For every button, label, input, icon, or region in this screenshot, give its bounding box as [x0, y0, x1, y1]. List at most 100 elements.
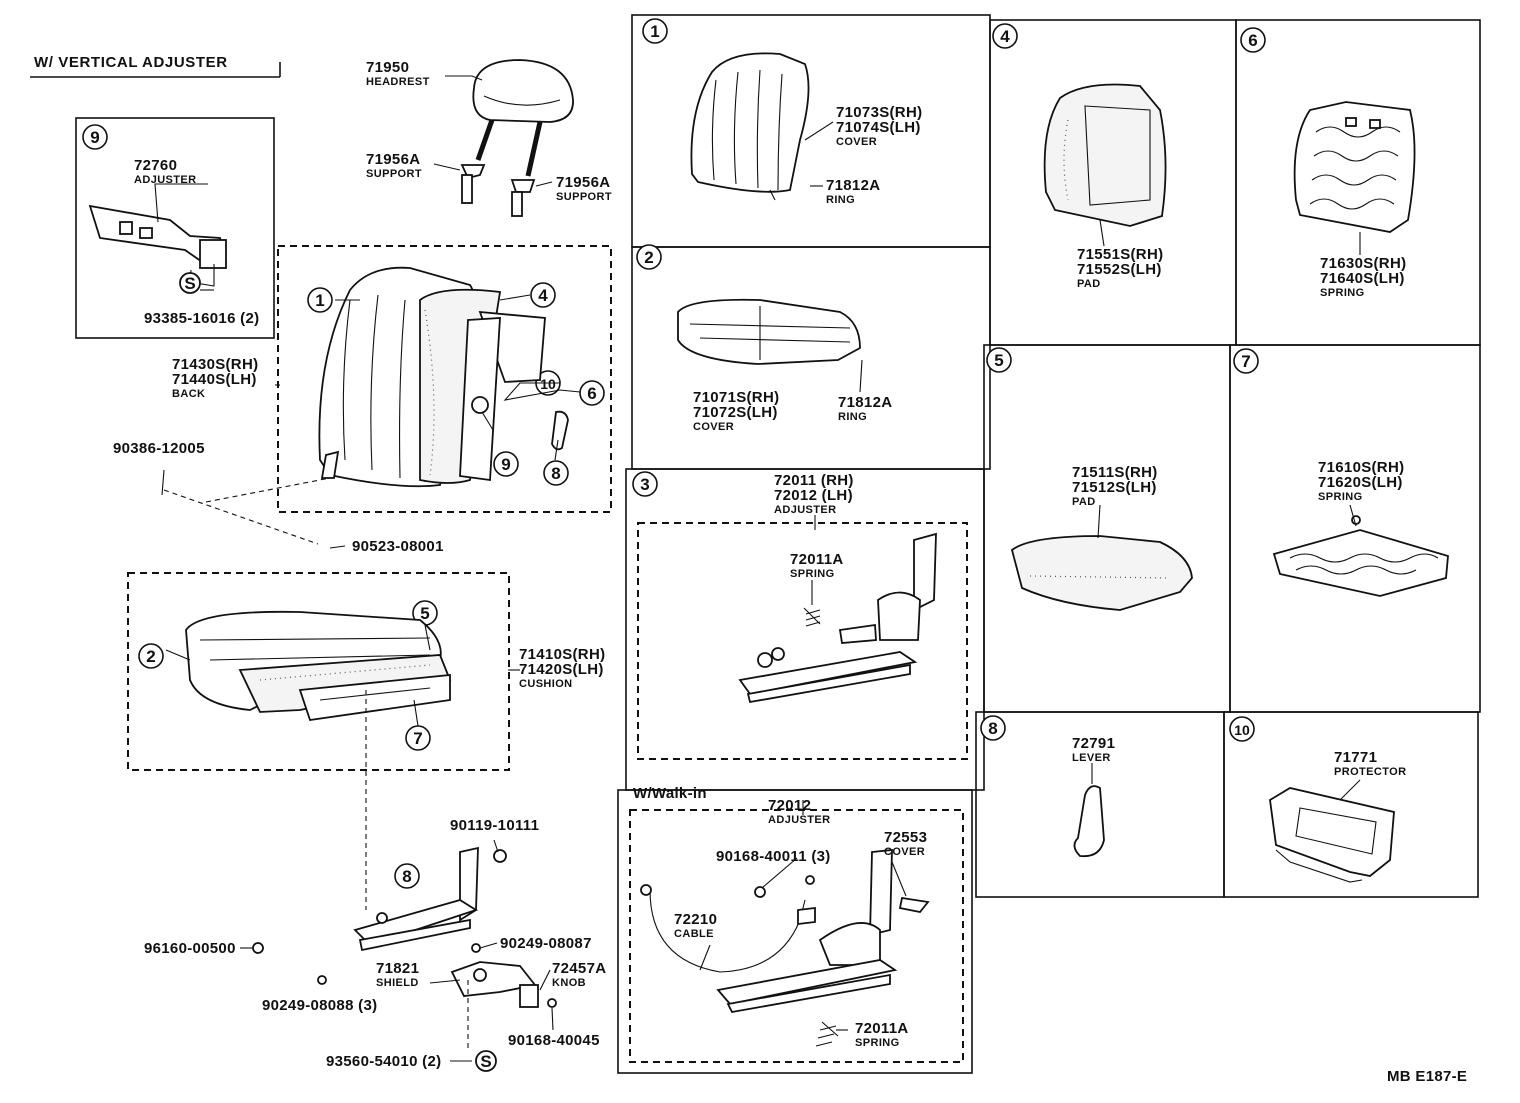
part-number: 71620S(LH) — [1318, 474, 1403, 491]
part-number: 71640S(LH) — [1320, 270, 1405, 287]
part-number: 71771 — [1334, 749, 1377, 766]
panel-1 — [631, 14, 991, 248]
callout-9: 9 — [82, 124, 108, 150]
part-number: 90249-08088 (3) — [262, 997, 377, 1014]
panel-10 — [1223, 711, 1479, 898]
part-number: 71511S(RH) — [1072, 464, 1158, 481]
part-number: 93560-54010 (2) — [326, 1053, 441, 1070]
part-number: 90119-10111 — [450, 817, 539, 834]
part-name: SUPPORT — [366, 168, 422, 180]
part-number: 71812A — [838, 394, 892, 411]
label-nut-90386: 90386-12005 — [113, 440, 205, 457]
callout-4: 4 — [992, 23, 1018, 49]
callout-8: 8 — [394, 863, 420, 889]
svg-text:7: 7 — [413, 729, 422, 748]
part-number: 72011A — [855, 1020, 909, 1037]
part-number: 71956A — [366, 151, 420, 168]
cushion-pad-drawing — [1010, 535, 1193, 611]
part-number: 71512S(LH) — [1072, 479, 1157, 496]
part-number: 71073S(RH) — [836, 104, 922, 121]
part-number: 71552S(LH) — [1077, 261, 1162, 278]
svg-text:8: 8 — [551, 464, 560, 483]
part-number: 90386-12005 — [113, 440, 205, 457]
label-nut-90523: 90523-08001 — [352, 538, 444, 555]
part-number: 71956A — [556, 174, 610, 191]
label-cover-1: 71073S(RH)71074S(LH)COVER — [836, 104, 922, 148]
part-number: 71812A — [826, 177, 880, 194]
seat-adjuster-3-drawing — [738, 532, 937, 704]
part-name: COVER — [836, 136, 877, 148]
svg-text:10: 10 — [540, 376, 556, 392]
part-number: 71430S(RH) — [172, 356, 258, 373]
adjuster-assembly-box — [637, 522, 968, 760]
panel-9 — [75, 117, 275, 339]
s-mark-9: S — [179, 272, 201, 294]
part-name: SPRING — [790, 568, 835, 580]
diagram-code: MB E187-E — [1387, 1068, 1467, 1085]
seat-back-pad-drawing — [1043, 83, 1167, 227]
part-name: SPRING — [855, 1037, 900, 1049]
part-number: 71072S(LH) — [693, 404, 778, 421]
part-number: 71821 — [376, 960, 419, 977]
cushion-assembly-box — [127, 572, 510, 771]
walkin-adjuster-drawing — [640, 849, 930, 1047]
svg-text:10: 10 — [1234, 722, 1250, 738]
label-pad-4: 71551S(RH)71552S(LH)PAD — [1077, 246, 1163, 290]
label-clip-96160: 96160-00500 — [144, 940, 235, 957]
part-name: SPRING — [1320, 287, 1365, 299]
callout-3: 3 — [632, 471, 658, 497]
callout-1: 1 — [307, 287, 333, 313]
part-name: ADJUSTER — [134, 174, 197, 186]
part-name: CABLE — [674, 928, 714, 940]
part-number: 72012 — [768, 797, 811, 814]
s-mark-shield: S — [475, 1050, 497, 1072]
callout-2: 2 — [636, 244, 662, 270]
callout-5: 5 — [986, 347, 1012, 373]
part-number: 90249-08087 — [500, 935, 592, 952]
part-name: LEVER — [1072, 752, 1111, 764]
svg-text:5: 5 — [420, 604, 429, 623]
part-number: 72011 (RH) — [774, 472, 854, 489]
headrest-drawing — [460, 59, 574, 217]
svg-text:7: 7 — [1241, 352, 1250, 371]
callout-6: 6 — [579, 380, 605, 406]
label-screw-9: 93385-16016 (2) — [144, 310, 259, 327]
seat-back-drawing — [318, 266, 569, 488]
callout-10: 10 — [1229, 716, 1255, 742]
label-cushion: 71410S(RH)71420S(LH)CUSHION — [519, 646, 605, 690]
part-name: PROTECTOR — [1334, 766, 1406, 778]
part-number: 72553 — [884, 829, 927, 846]
callout-4: 4 — [530, 282, 556, 308]
callout-1: 1 — [642, 18, 668, 44]
svg-text:8: 8 — [402, 867, 411, 886]
label-spring-7: 71610S(RH)71620S(LH)SPRING — [1318, 459, 1404, 503]
part-number: 93385-16016 (2) — [144, 310, 259, 327]
svg-text:2: 2 — [146, 647, 155, 666]
part-name: ADJUSTER — [768, 814, 831, 826]
panel-7 — [1229, 344, 1481, 713]
part-number: 90523-08001 — [352, 538, 444, 555]
protector-drawing — [1269, 787, 1395, 883]
detail-panel-grid — [75, 14, 1481, 1074]
seat-back-spring-drawing — [1293, 101, 1416, 233]
callout-6: 6 — [1240, 27, 1266, 53]
part-number: 71420S(LH) — [519, 661, 604, 678]
part-name: RING — [838, 411, 867, 423]
label-adjuster-3: 72011 (RH)72012 (LH)ADJUSTER — [774, 472, 854, 516]
part-number: 71074S(LH) — [836, 119, 921, 136]
callout-8: 8 — [980, 715, 1006, 741]
walkin-title: W/Walk-in — [633, 785, 707, 802]
part-name: PAD — [1072, 496, 1096, 508]
part-number: 71410S(RH) — [519, 646, 605, 663]
callout-9: 9 — [493, 451, 519, 477]
